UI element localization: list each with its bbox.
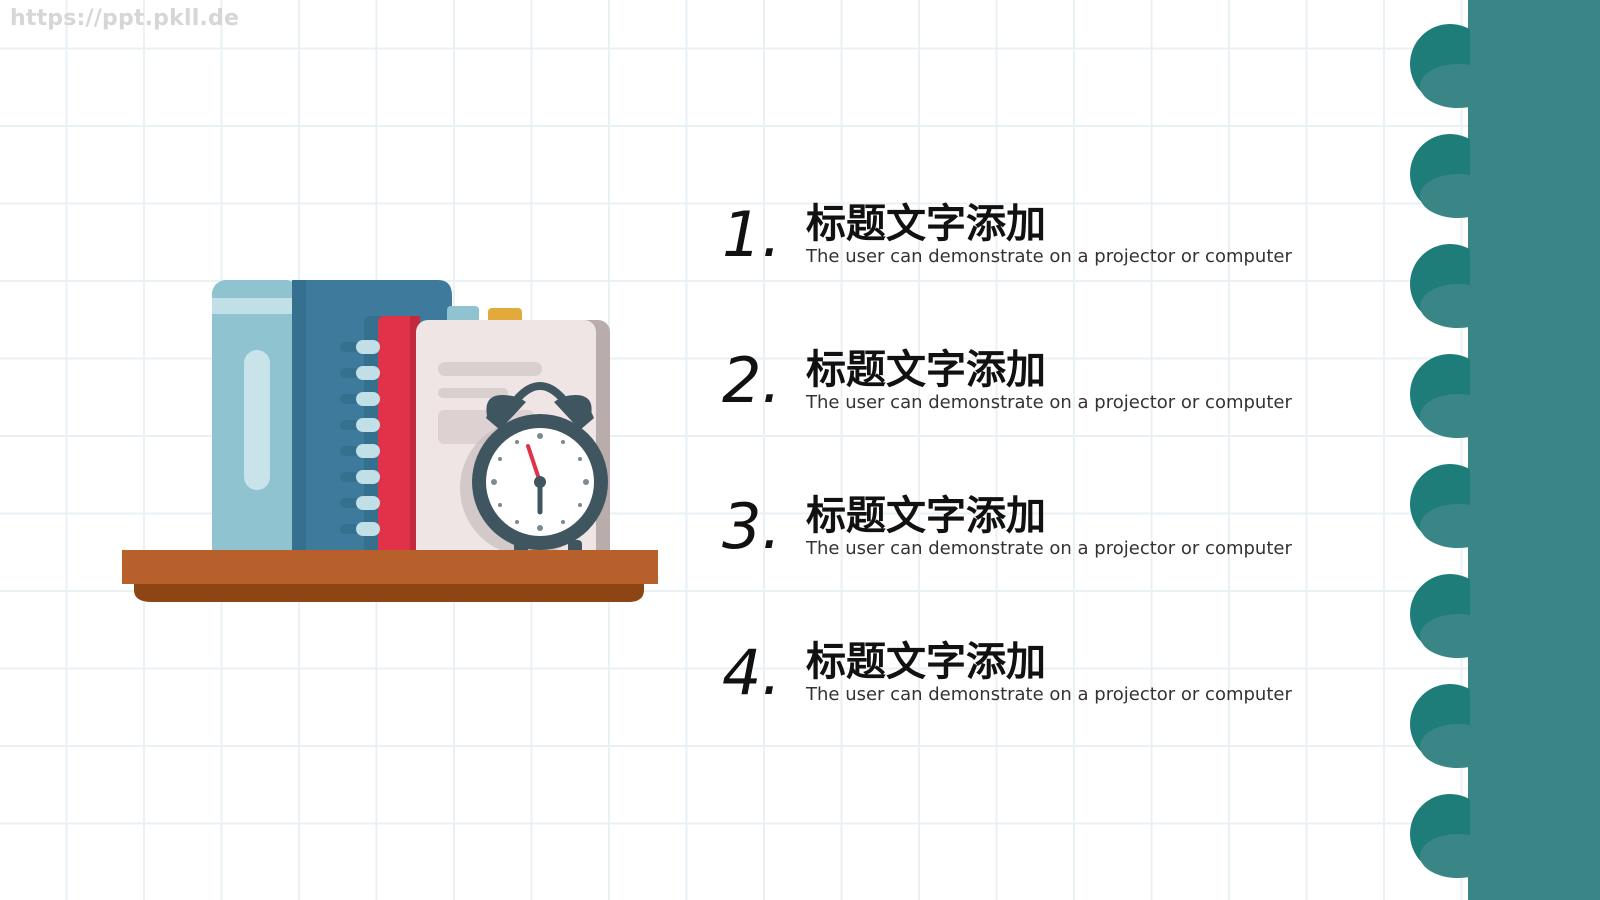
ring-icon bbox=[1410, 464, 1470, 548]
ring-icon bbox=[1410, 354, 1470, 438]
alarm-clock-icon bbox=[460, 382, 608, 556]
binding-rings bbox=[1410, 24, 1470, 878]
ring-icon bbox=[1410, 794, 1470, 878]
item-number: 1. bbox=[722, 198, 782, 271]
item-number: 4. bbox=[722, 636, 782, 709]
list-item: 1. 标题文字添加 The user can demonstrate on a … bbox=[722, 198, 1292, 346]
item-number: 3. bbox=[722, 490, 782, 563]
ring-icon bbox=[1410, 24, 1470, 108]
ring-icon bbox=[1410, 134, 1470, 218]
item-subtitle: The user can demonstrate on a projector … bbox=[806, 538, 1292, 559]
item-subtitle: The user can demonstrate on a projector … bbox=[806, 392, 1292, 413]
item-title: 标题文字添加 bbox=[806, 347, 1046, 393]
item-title: 标题文字添加 bbox=[806, 201, 1046, 247]
list-item: 3. 标题文字添加 The user can demonstrate on a … bbox=[722, 490, 1292, 638]
item-title: 标题文字添加 bbox=[806, 639, 1046, 685]
title-list: 1. 标题文字添加 The user can demonstrate on a … bbox=[722, 198, 1292, 784]
notebook-binding-strip bbox=[1468, 0, 1600, 900]
item-title: 标题文字添加 bbox=[806, 493, 1046, 539]
item-number: 2. bbox=[722, 344, 782, 417]
ring-icon bbox=[1410, 574, 1470, 658]
list-item: 4. 标题文字添加 The user can demonstrate on a … bbox=[722, 636, 1292, 784]
item-subtitle: The user can demonstrate on a projector … bbox=[806, 684, 1292, 705]
book-shelf-illustration bbox=[122, 280, 658, 602]
list-item: 2. 标题文字添加 The user can demonstrate on a … bbox=[722, 344, 1292, 492]
ring-icon bbox=[1410, 244, 1470, 328]
item-subtitle: The user can demonstrate on a projector … bbox=[806, 246, 1292, 267]
ring-icon bbox=[1410, 684, 1470, 768]
watermark-text: https://ppt.pkll.de bbox=[10, 6, 240, 31]
